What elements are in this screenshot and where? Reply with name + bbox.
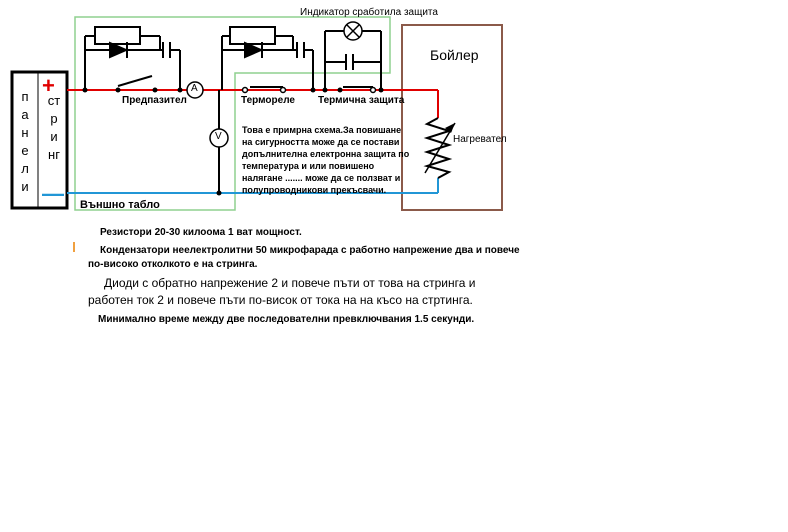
- heater-zigzag: [423, 117, 453, 179]
- spec-resistors: Резистори 20-30 килоома 1 ват мощност.: [100, 227, 302, 238]
- note-line-5: налягане ....... може да се ползват и: [242, 173, 401, 183]
- thermostat-label: Термореле: [241, 95, 295, 106]
- thermal-protection-network: [324, 30, 382, 90]
- note-line-3: допълнителна електронна защита по: [242, 149, 410, 159]
- fuse-label: Предпазител: [122, 95, 187, 106]
- boiler-label: Бойлер: [430, 47, 479, 63]
- fuse-network: [84, 26, 181, 90]
- spec-capacitors-1: Кондензатори неелектролитни 50 микрофара…: [100, 245, 520, 256]
- minus-sign: —: [42, 181, 64, 206]
- voltmeter-label: V: [215, 131, 222, 142]
- thermal-protection-label: Термична защита: [318, 95, 405, 106]
- spec-min-time: Минимално време между две последователни…: [98, 314, 475, 325]
- indicator-label: Индикатор сработила защита: [300, 7, 438, 18]
- spec-capacitors-2: по-високо отколкото е на стринга.: [88, 259, 258, 270]
- boiler-outline: [401, 24, 503, 211]
- plus-sign: +: [42, 73, 55, 98]
- panel-label: панели: [21, 89, 29, 194]
- external-box-label: Външно табло: [80, 199, 160, 211]
- note-line-6: полупроводникови прекъсвачи.: [242, 185, 387, 195]
- note-line-1: Това е примрна схема.За повишане: [242, 125, 402, 135]
- heater-label: Нагревател: [453, 134, 507, 145]
- note-line-2: на сигурността може да се постави: [242, 137, 400, 147]
- thermostat-network: [221, 26, 314, 90]
- spec-diodes-2: работен ток 2 и повече пъти по-висок от …: [88, 293, 473, 307]
- panel-box: [10, 70, 69, 210]
- ammeter-circle: [186, 81, 204, 99]
- note-line-4: температура и или повишено: [242, 161, 375, 171]
- ammeter-label: A: [191, 83, 198, 94]
- spec-diodes-1: Диоди с обратно напрежение 2 и повече пъ…: [104, 276, 476, 290]
- string-label: стринг: [47, 93, 61, 162]
